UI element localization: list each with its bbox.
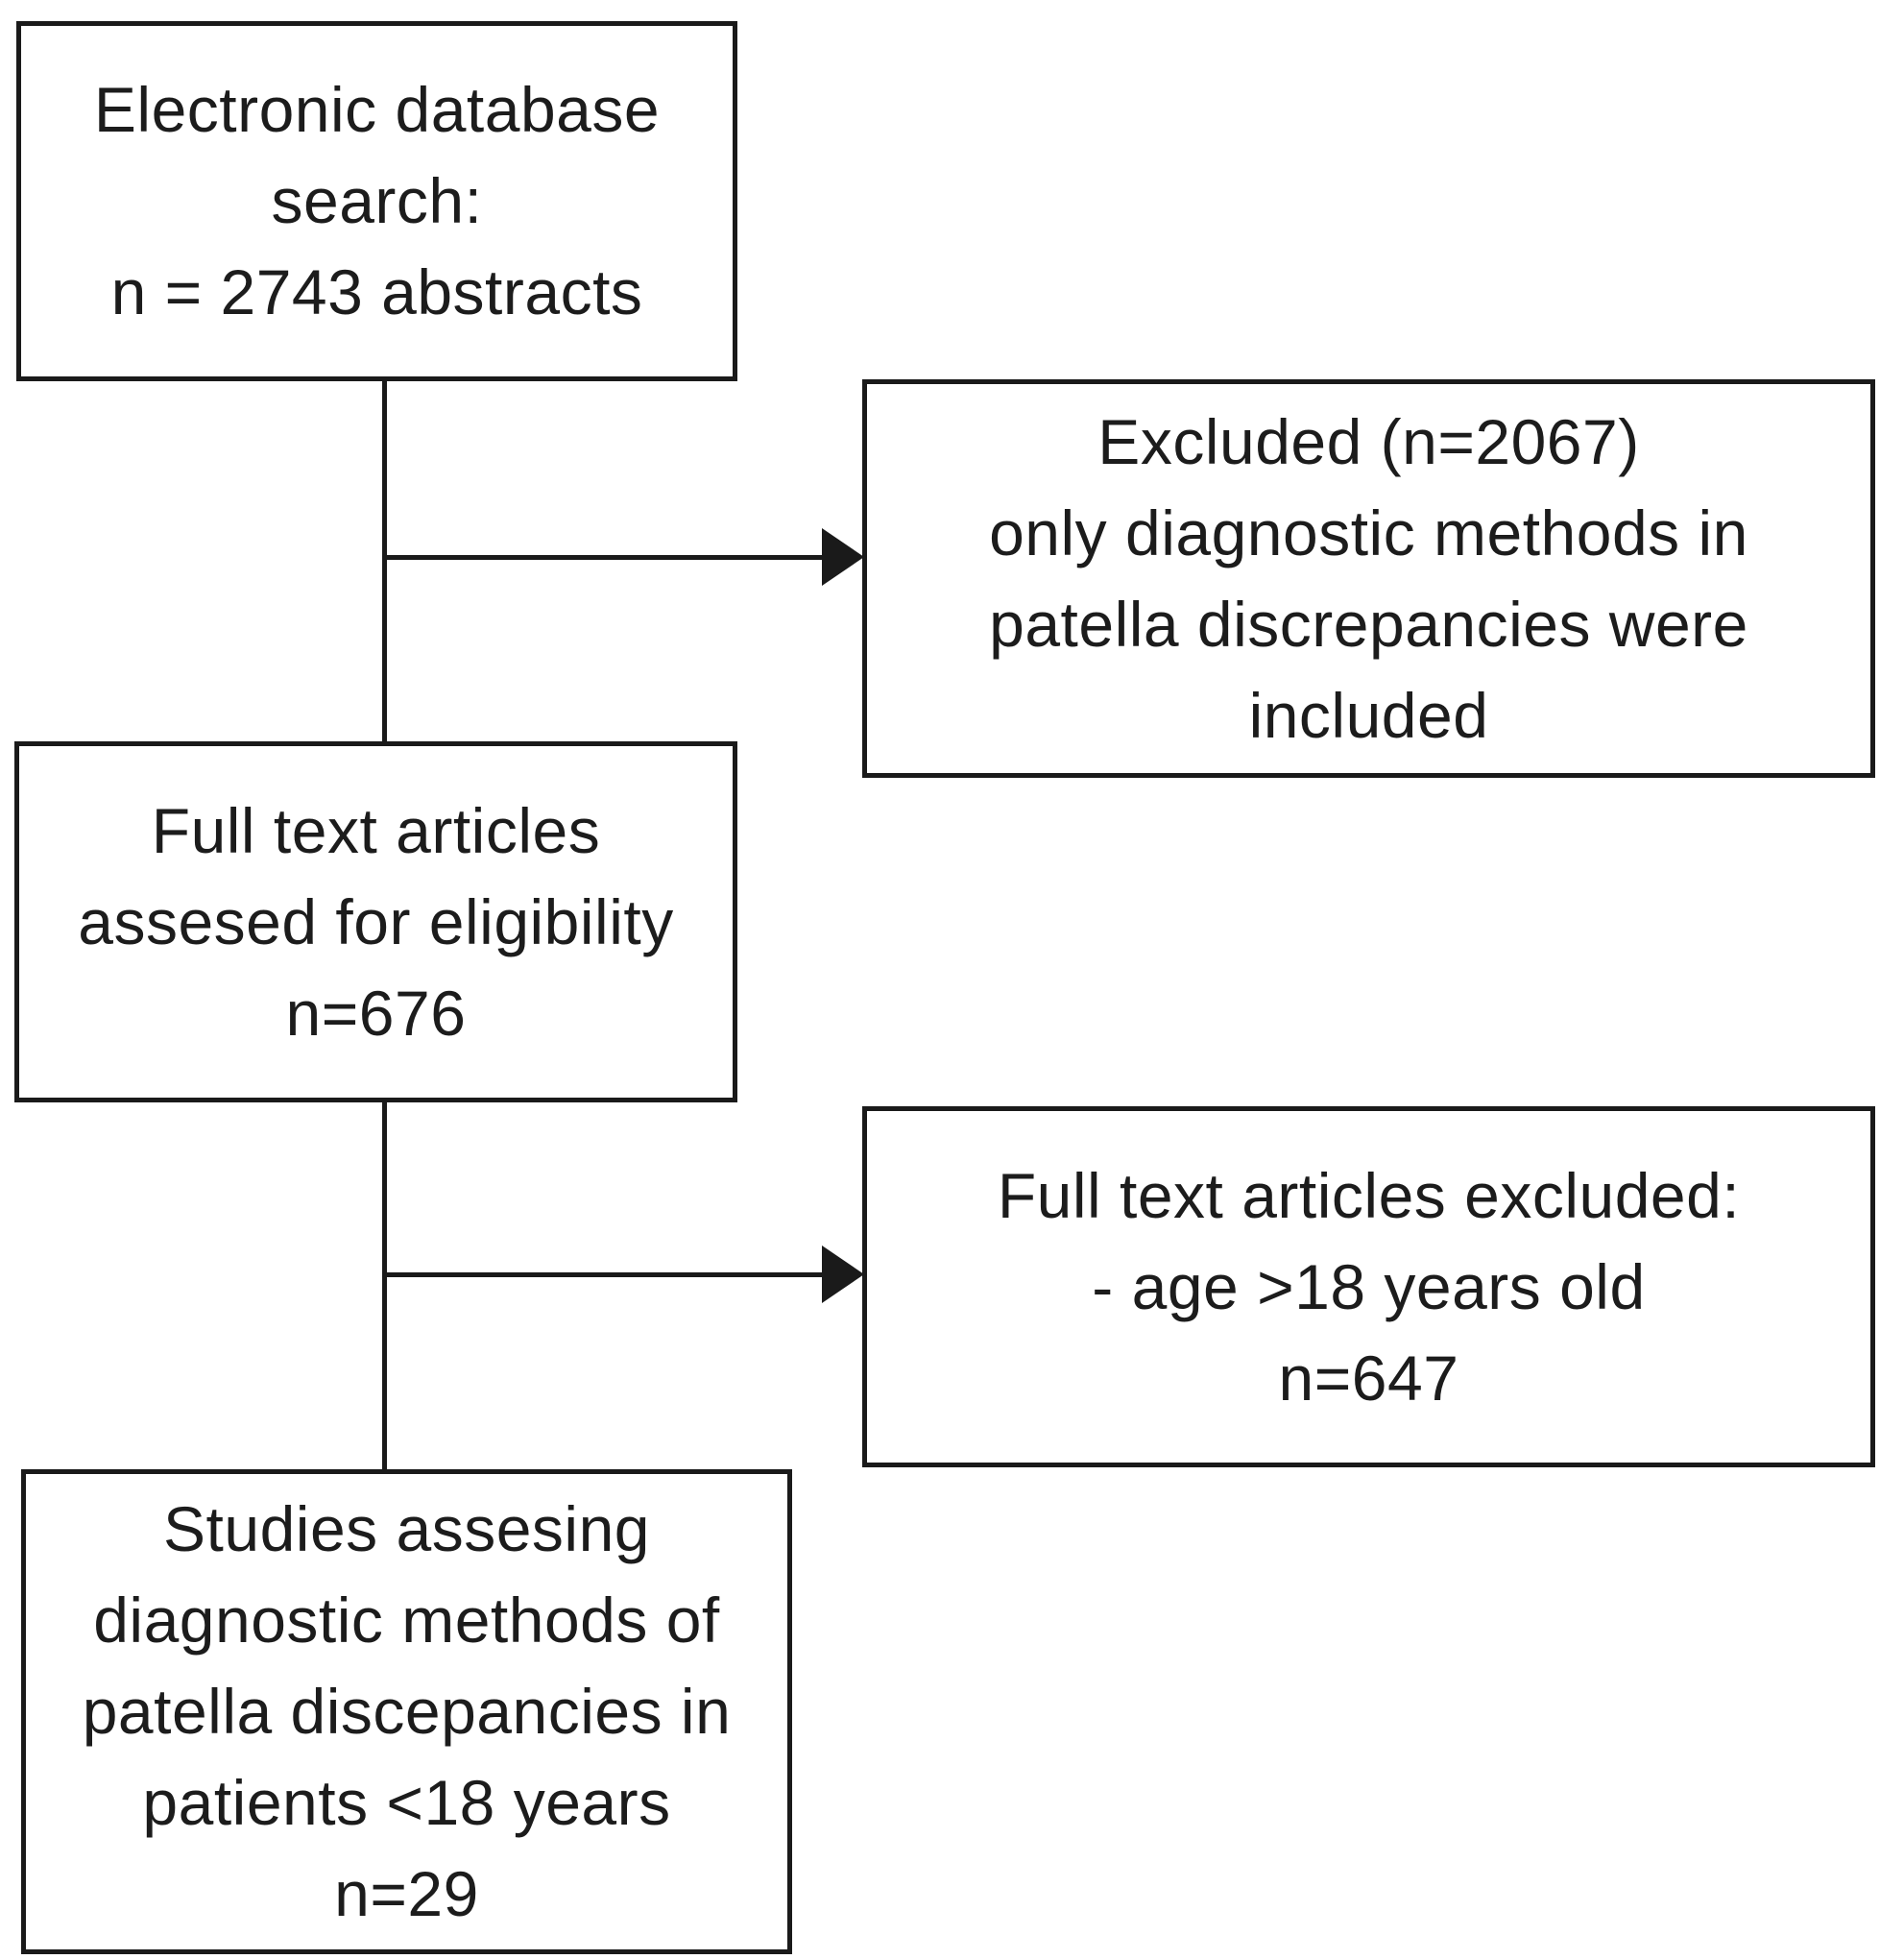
arrow-head-right-icon <box>822 1246 864 1303</box>
flowchart-box-studies-included: Studies assesing diagnostic methods of p… <box>21 1469 792 1954</box>
flowchart-box-excluded-abstracts: Excluded (n=2067) only diagnostic method… <box>862 379 1875 778</box>
connector-database-to-eligibility <box>382 381 387 743</box>
arrow-line-to-fulltext-excluded <box>382 1272 826 1277</box>
arrow-line-to-excluded-abstracts <box>382 555 826 560</box>
flowchart-box-fulltext-excluded: Full text articles excluded: - age >18 y… <box>862 1106 1875 1467</box>
connector-eligibility-to-included <box>382 1102 387 1471</box>
arrow-head-right-icon <box>822 528 864 586</box>
flowchart-box-fulltext-eligibility: Full text articles assesed for eligibili… <box>14 741 737 1102</box>
flowchart-box-database-search: Electronic database search: n = 2743 abs… <box>16 21 737 381</box>
